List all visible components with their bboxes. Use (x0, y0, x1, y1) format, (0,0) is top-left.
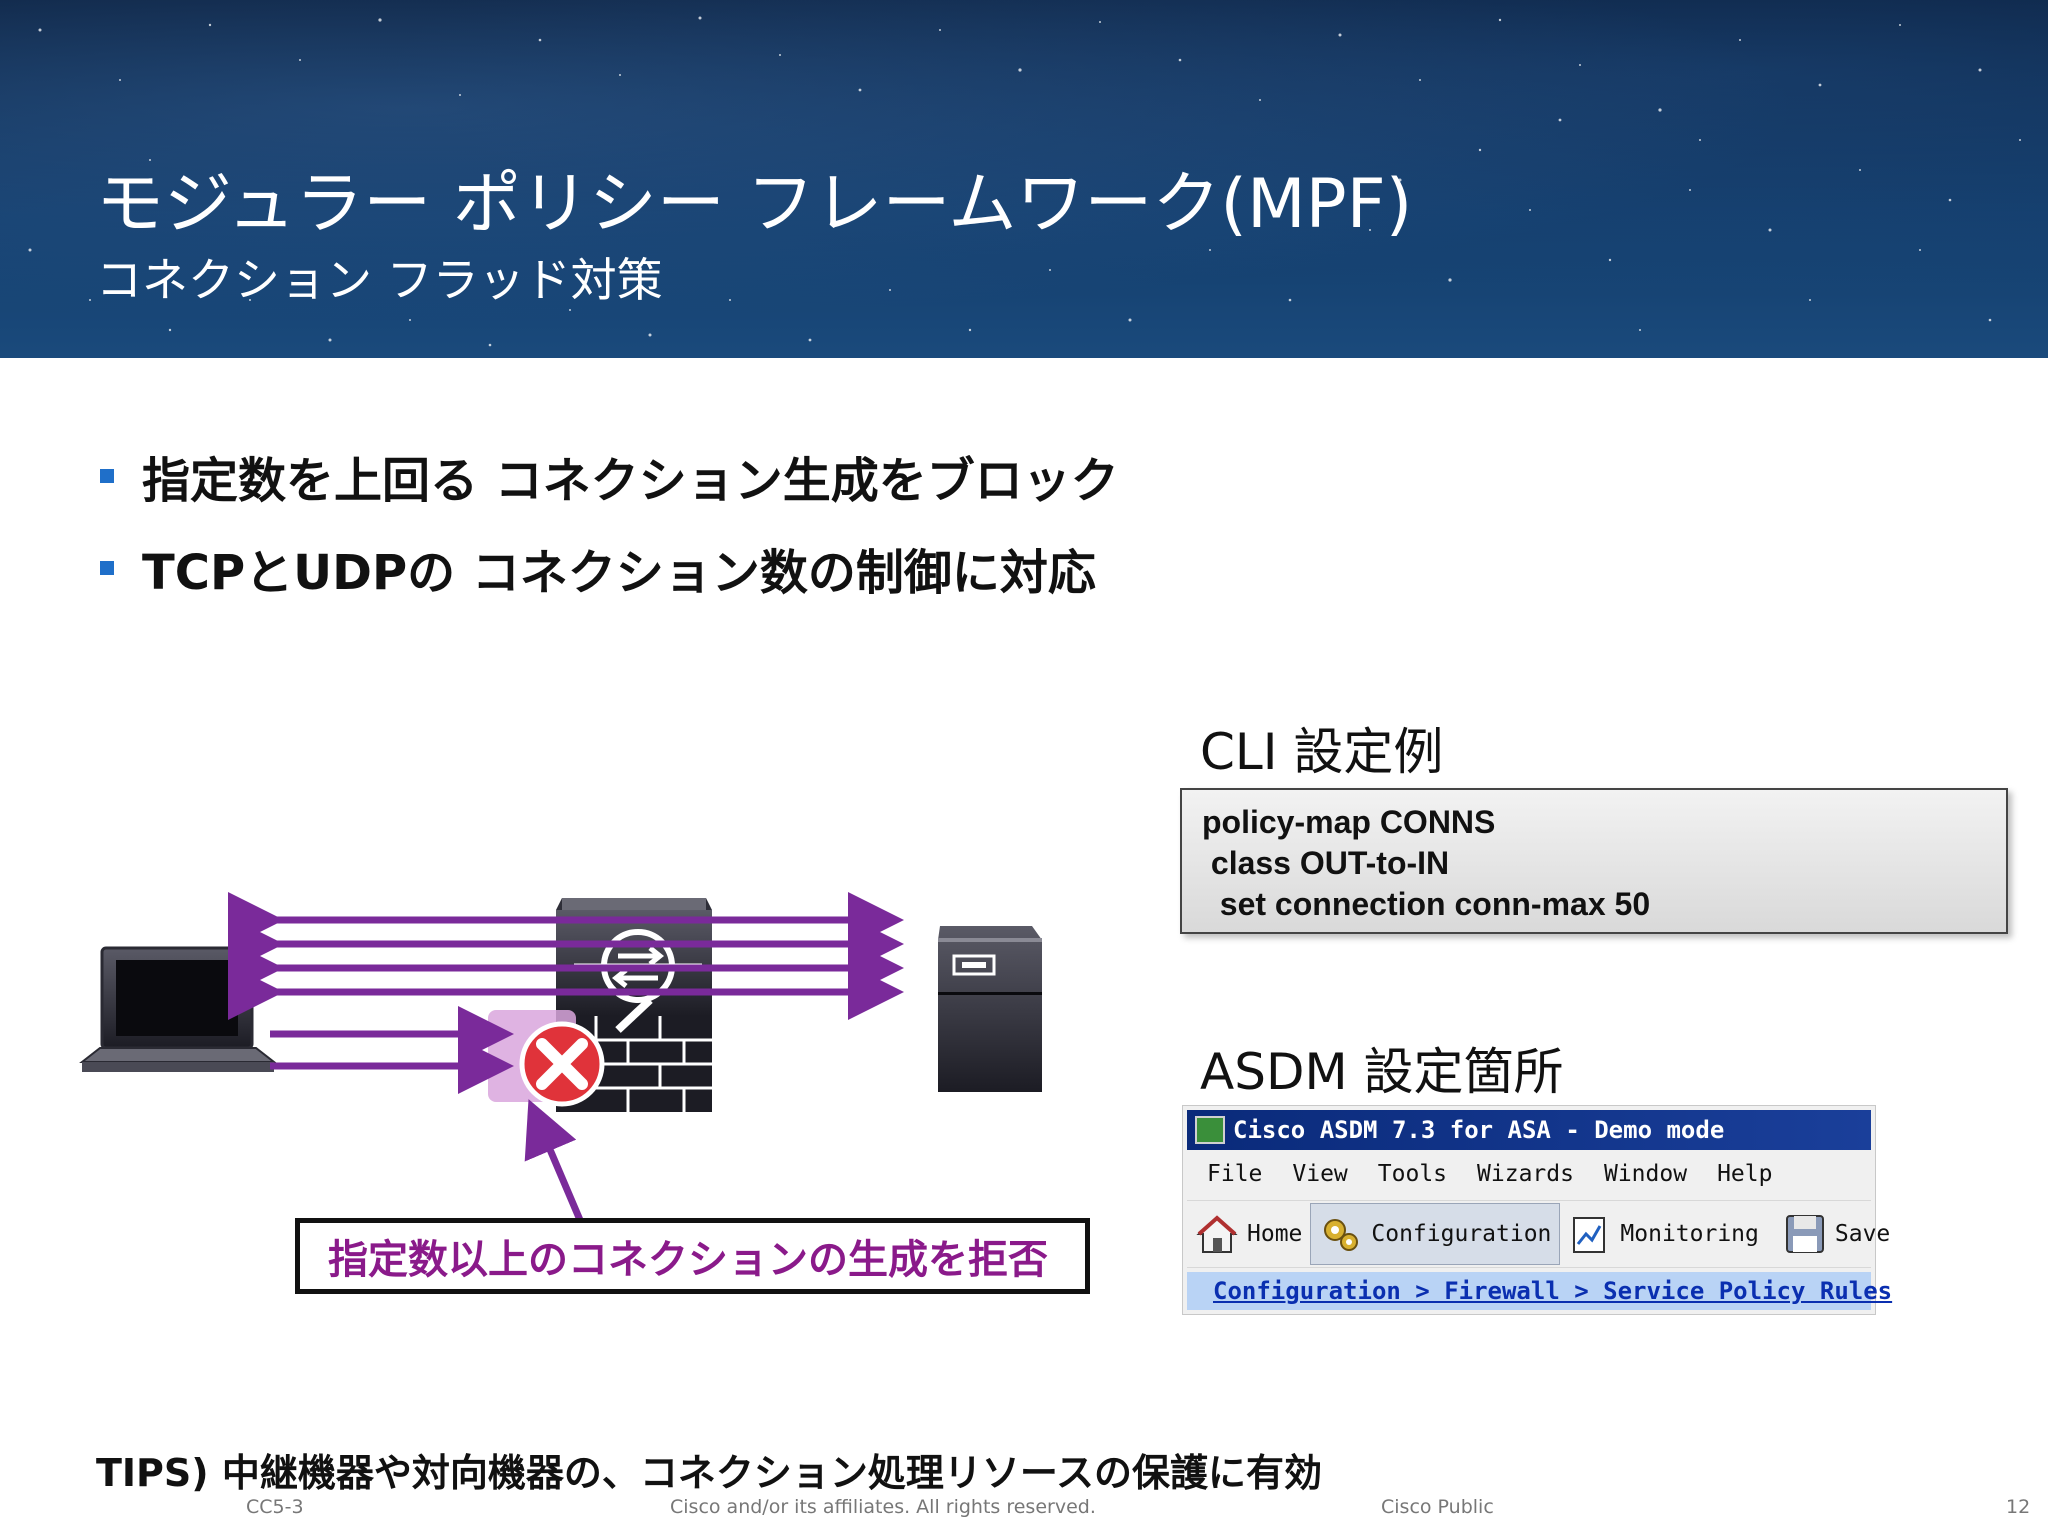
slide-subtitle: コネクション フラッド対策 (96, 253, 663, 307)
bullet-text: 指定数を上回る コネクション生成をブロック (142, 453, 1119, 509)
asdm-toolbar: Home Configuration Monitoring (1187, 1200, 1890, 1268)
cli-line: class OUT-to-IN (1202, 845, 1450, 881)
reject-pointer-arrow (524, 1099, 584, 1222)
menu-wizards[interactable]: Wizards (1477, 1161, 1574, 1187)
footer-classification: Cisco Public (1381, 1496, 1494, 1518)
connection-flood-diagram (79, 892, 1042, 1222)
cli-line: set connection conn-max 50 (1202, 886, 1651, 922)
asdm-heading: ASDM 設定箇所 (1200, 1043, 1564, 1101)
server-icon (938, 926, 1042, 1092)
starfield-background (28, 16, 2021, 347)
asdm-app-icon (1195, 1116, 1225, 1144)
bullet-text: TCPとUDPの コネクション数の制御に対応 (142, 545, 1096, 601)
cli-line: policy-map CONNS (1202, 804, 1496, 840)
bullet-square-icon (100, 469, 114, 483)
asdm-window-title: Cisco ASDM 7.3 for ASA - Demo mode (1233, 1116, 1725, 1144)
reject-x-icon (519, 1021, 605, 1107)
monitoring-label: Monitoring (1620, 1221, 1759, 1247)
menu-view[interactable]: View (1292, 1161, 1348, 1187)
gears-icon (1324, 1219, 1359, 1251)
bullet-item: 指定数を上回る コネクション生成をブロック (100, 430, 1119, 522)
home-icon (1196, 1215, 1238, 1253)
monitoring-chart-icon (1573, 1217, 1606, 1253)
firewall-link (615, 997, 653, 1033)
menu-help[interactable]: Help (1717, 1161, 1773, 1187)
slide-title: モジュラー ポリシー フレームワーク(MPF) (96, 165, 1413, 244)
header-banner: モジュラー ポリシー フレームワーク(MPF) コネクション フラッド対策 (0, 0, 2048, 358)
configuration-label: Configuration (1371, 1221, 1552, 1247)
allowed-connection-arrows (228, 892, 904, 1020)
reject-callout: 指定数以上のコネクションの生成を拒否 (295, 1218, 1090, 1294)
tips-text: TIPS) 中継機器や対向機器の、コネクション処理リソースの保護に有効 (96, 1451, 1322, 1495)
monitoring-button[interactable]: Monitoring (1560, 1204, 1766, 1264)
bullet-item: TCPとUDPの コネクション数の制御に対応 (100, 522, 1119, 614)
blocked-connection-arrows (270, 1006, 514, 1094)
cli-code-box: policy-map CONNS class OUT-to-IN set con… (1180, 788, 2008, 934)
menu-window[interactable]: Window (1603, 1161, 1688, 1187)
menu-file[interactable]: File (1207, 1161, 1263, 1187)
cli-heading: CLI 設定例 (1200, 723, 1444, 781)
page-number: 12 (2006, 1496, 2031, 1518)
bullet-square-icon (100, 561, 114, 575)
menu-tools[interactable]: Tools (1377, 1161, 1448, 1187)
asdm-title-bar: Cisco ASDM 7.3 for ASA - Demo mode (1187, 1110, 1871, 1150)
footer-code: CC5-3 (246, 1496, 304, 1518)
laptop-icon (79, 946, 277, 1072)
footer-copyright: Cisco and/or its affiliates. All rights … (670, 1496, 1096, 1518)
configuration-button[interactable]: Configuration (1310, 1203, 1561, 1265)
floppy-save-icon (1785, 1215, 1824, 1253)
home-label: Home (1247, 1221, 1303, 1247)
asdm-screenshot: Cisco ASDM 7.3 for ASA - Demo mode File … (1182, 1105, 1892, 1315)
save-button[interactable]: Save (1775, 1204, 1898, 1264)
asdm-menu-bar: File View Tools Wizards Window Help (1187, 1154, 1871, 1194)
bullet-list: 指定数を上回る コネクション生成をブロック TCPとUDPの コネクション数の制… (100, 430, 1119, 614)
home-button[interactable]: Home (1187, 1204, 1310, 1264)
save-label: Save (1834, 1221, 1891, 1247)
asdm-breadcrumb[interactable]: Configuration > Firewall > Service Polic… (1187, 1272, 1892, 1310)
